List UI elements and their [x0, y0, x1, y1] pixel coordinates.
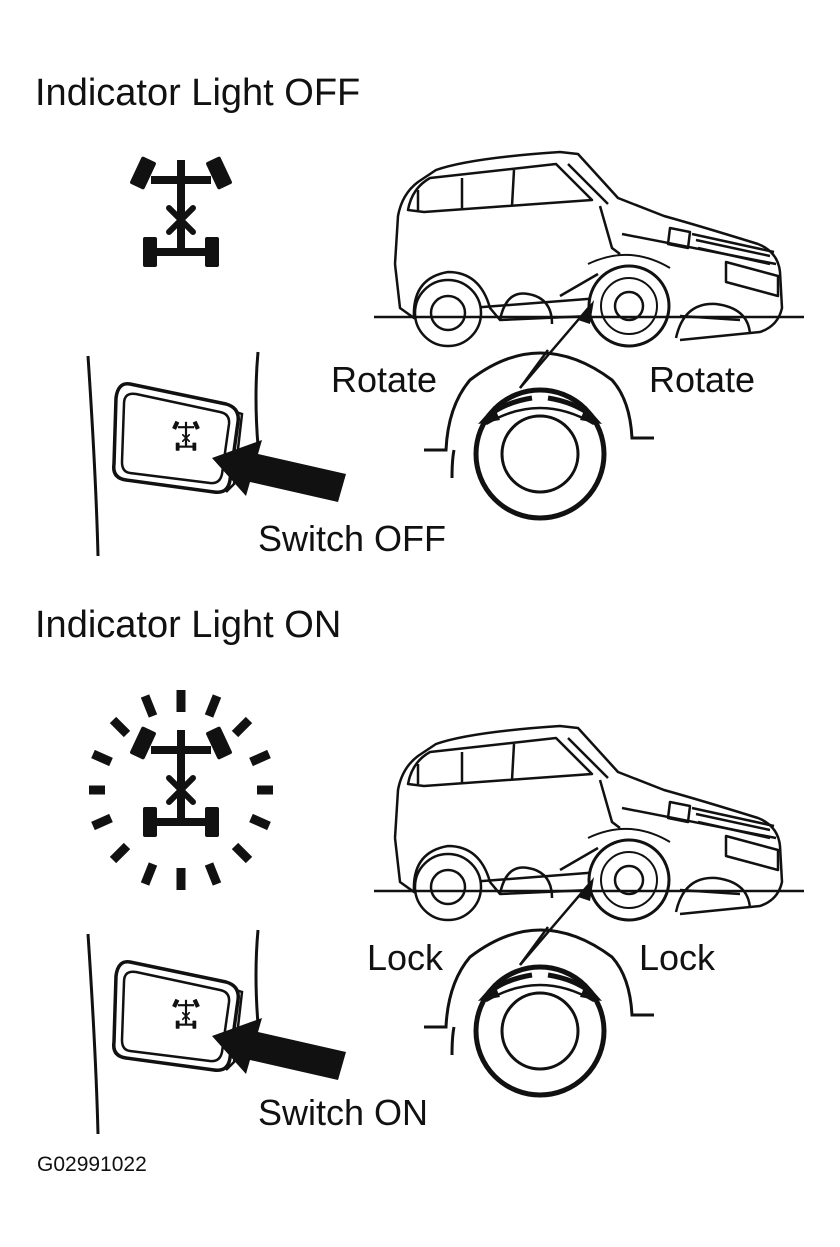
heading-indicator-off: Indicator Light OFF: [35, 72, 361, 114]
figure-code: G02991022: [37, 1153, 147, 1176]
label-switch-on: Switch ON: [258, 1092, 429, 1133]
indicator-on-symbol: [89, 690, 273, 890]
label-switch-off: Switch OFF: [258, 518, 447, 559]
indicator-off-symbol: [129, 156, 232, 267]
heading-indicator-on: Indicator Light ON: [35, 604, 342, 646]
label-lock-left: Lock: [367, 937, 444, 978]
label-rotate-right: Rotate: [649, 359, 756, 400]
label-lock-right: Lock: [639, 937, 716, 978]
label-rotate-left: Rotate: [331, 359, 438, 400]
